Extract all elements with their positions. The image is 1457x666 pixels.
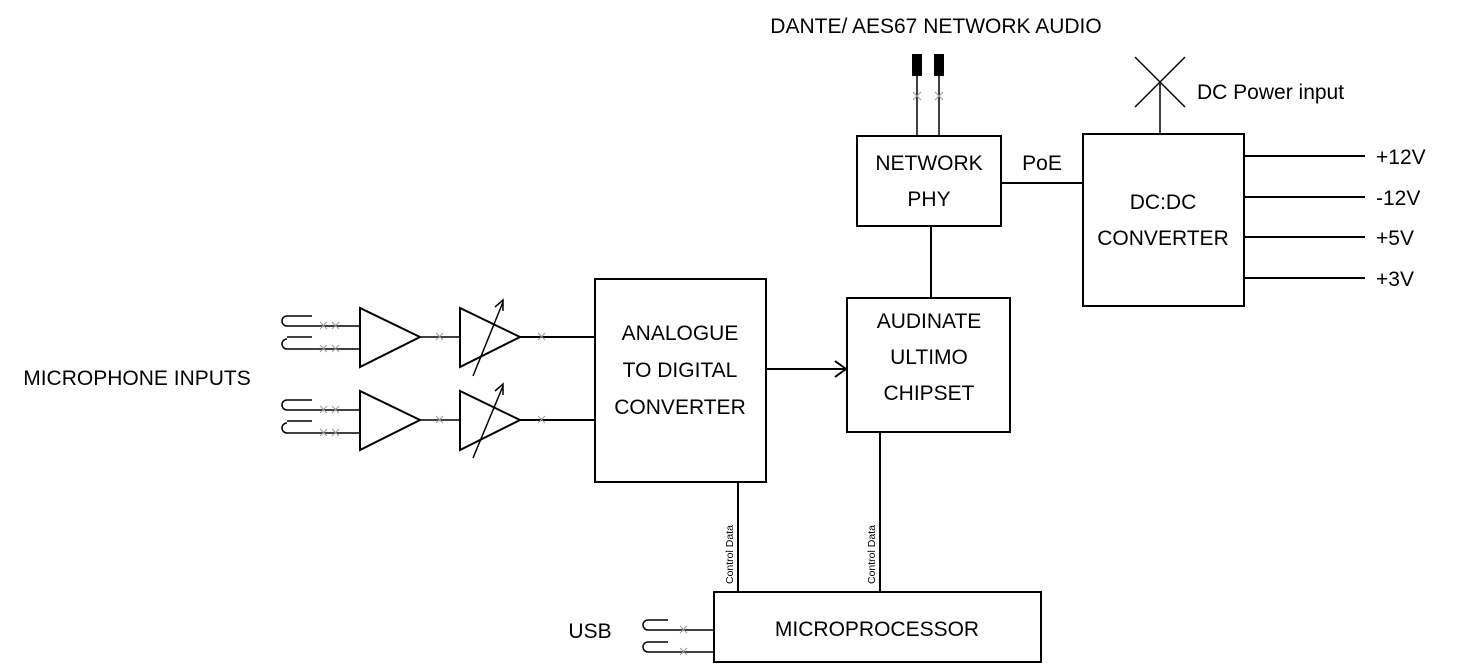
output-plus5v: +5V xyxy=(1376,227,1414,250)
ultimo-label-line2: ULTIMO xyxy=(890,346,968,369)
microprocessor-block: MICROPROCESSOR xyxy=(713,591,1042,663)
ultimo-label-line3: CHIPSET xyxy=(883,382,974,405)
control-data-label-2: Control Data xyxy=(866,525,878,584)
usb-label: USB xyxy=(568,620,611,643)
output-minus12v: -12V xyxy=(1376,187,1420,210)
microphone-inputs-label: MICROPHONE INPUTS xyxy=(23,367,251,390)
dcdc-converter-block: DC:DC CONVERTER xyxy=(1082,133,1245,307)
mic-channel-1 xyxy=(281,298,595,377)
poe-label: PoE xyxy=(1022,152,1062,175)
preamp-triangle-icon xyxy=(359,306,423,369)
dcdc-label-line2: CONVERTER xyxy=(1097,227,1228,250)
diagram-title: DANTE/ AES67 NETWORK AUDIO xyxy=(770,15,1101,38)
dc-power-input-label: DC Power input xyxy=(1197,81,1344,104)
adc-to-ultimo-arrow xyxy=(766,360,848,378)
voltage-outputs: +12V -12V +5V +3V xyxy=(1244,146,1426,291)
preamp-triangle-icon xyxy=(359,389,423,452)
output-plus3v: +3V xyxy=(1376,268,1414,291)
xlr-connector-icon xyxy=(281,399,360,437)
variable-gain-amp-icon xyxy=(459,306,523,369)
ultimo-label-line1: AUDINATE xyxy=(877,310,982,333)
network-phy-label-line1: NETWORK xyxy=(875,152,982,175)
mic-channel-2 xyxy=(281,382,595,459)
output-plus12v: +12V xyxy=(1376,146,1426,169)
dcdc-label-line1: DC:DC xyxy=(1130,191,1197,214)
variable-gain-amp-icon xyxy=(459,389,523,452)
usb-connector-icon xyxy=(642,619,714,656)
adc-label-line3: CONVERTER xyxy=(614,396,745,419)
control-data-label-1: Control Data xyxy=(724,525,736,584)
network-phy-block: NETWORK PHY xyxy=(856,135,1002,227)
network-phy-label-line2: PHY xyxy=(907,188,950,211)
network-connector-icon xyxy=(912,54,944,136)
adc-label-line2: TO DIGITAL xyxy=(623,359,738,382)
ultimo-chipset-block: AUDINATE ULTIMO CHIPSET xyxy=(846,297,1011,433)
dc-power-input-icon xyxy=(1134,56,1186,134)
xlr-connector-icon xyxy=(281,315,360,353)
adc-block: ANALOGUE TO DIGITAL CONVERTER xyxy=(594,278,767,483)
microprocessor-label: MICROPROCESSOR xyxy=(775,618,979,641)
adc-label-line1: ANALOGUE xyxy=(622,322,739,345)
